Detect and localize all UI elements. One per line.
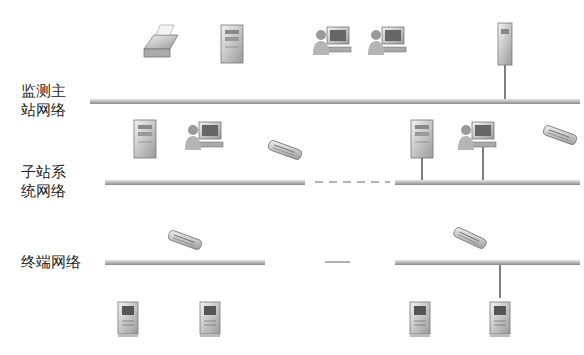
terminal-device bbox=[490, 302, 510, 337]
gap-link bbox=[325, 261, 350, 263]
drop-wire bbox=[504, 65, 506, 99]
drop-wire bbox=[421, 158, 423, 180]
network-label: 子站系统网络 bbox=[20, 163, 70, 201]
network-bus bbox=[395, 260, 580, 265]
workstation-icon bbox=[368, 27, 406, 55]
network-bus bbox=[395, 180, 580, 185]
network-bus bbox=[105, 180, 305, 185]
dashed-link bbox=[315, 181, 390, 183]
printer-icon bbox=[144, 25, 178, 57]
network-label: 监测主站网络 bbox=[20, 82, 70, 120]
router-icon bbox=[542, 124, 577, 145]
server-icon bbox=[134, 120, 156, 158]
network-bus bbox=[105, 260, 265, 265]
router-icon bbox=[452, 226, 487, 249]
tower-device bbox=[498, 23, 512, 65]
terminal-device bbox=[118, 302, 138, 337]
workstation-icon bbox=[313, 27, 351, 55]
drop-wire bbox=[482, 147, 484, 180]
workstation-icon bbox=[185, 122, 223, 150]
terminal-device bbox=[410, 302, 430, 337]
network-label: 终端网络 bbox=[20, 253, 82, 272]
drop-wire bbox=[499, 265, 501, 298]
router-icon bbox=[167, 229, 202, 250]
network-bus bbox=[90, 99, 580, 104]
workstation-icon bbox=[458, 122, 496, 150]
server-icon bbox=[411, 120, 433, 158]
server-icon bbox=[221, 25, 243, 63]
router-icon bbox=[267, 139, 302, 160]
terminal-device bbox=[200, 302, 220, 337]
